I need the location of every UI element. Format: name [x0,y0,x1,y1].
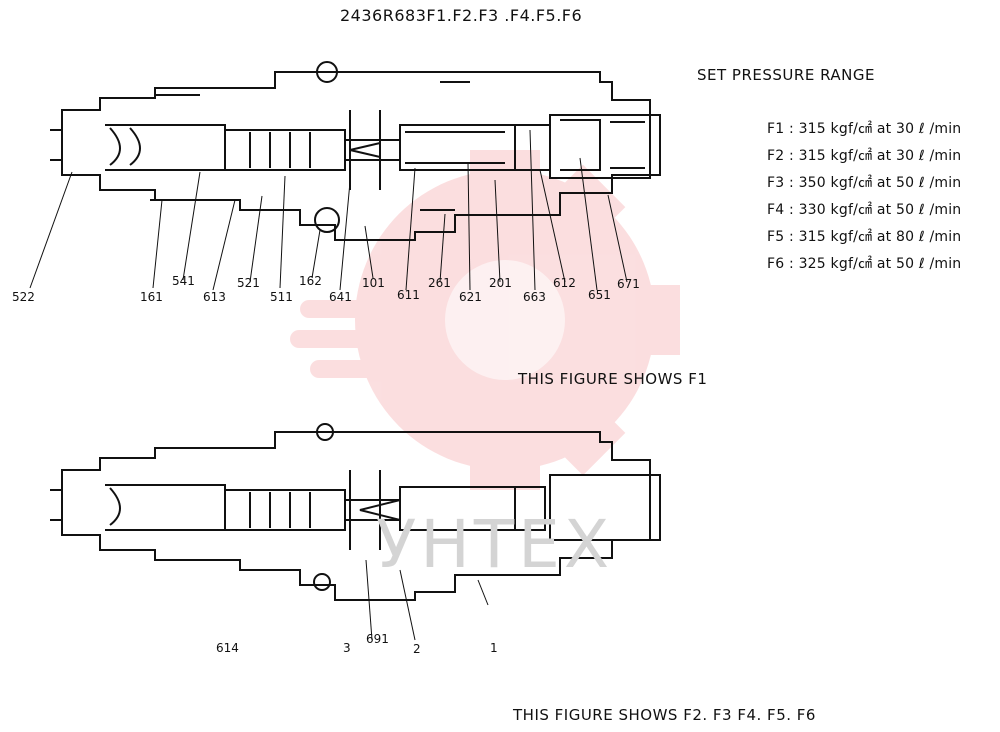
part-label: 613 [203,290,226,304]
pressure-spec-f4: F4 : 330 kgf/㎠ at 50 ℓ /min [767,202,962,218]
part-label: 162 [299,274,322,288]
part-label: 611 [397,288,420,302]
part-label: 621 [459,290,482,304]
part-label: 614 [216,641,239,655]
part-label: 2 [413,642,421,656]
pressure-spec-f5: F5 : 315 kgf/㎠ at 80 ℓ /min [767,229,962,245]
part-label: 161 [140,290,163,304]
part-label: 201 [489,276,512,290]
part-label: 522 [12,290,35,304]
pressure-spec-f6: F6 : 325 kgf/㎠ at 50 ℓ /min [767,256,962,272]
part-label: 663 [523,290,546,304]
pressure-spec-f3: F3 : 350 kgf/㎠ at 50 ℓ /min [767,175,962,191]
part-label: 691 [366,632,389,646]
figure2-caption: THIS FIGURE SHOWS F2. F3 F4. F5. F6 [513,706,816,724]
part-label: 261 [428,276,451,290]
part-label: 641 [329,290,352,304]
figure1-caption: THIS FIGURE SHOWS F1 [518,370,708,388]
figure1-body [50,61,661,241]
set-pressure-heading: SET PRESSURE RANGE [697,66,875,84]
part-label: 521 [237,276,260,290]
part-label: 541 [172,274,195,288]
pressure-spec-f2: F2 : 315 kgf/㎠ at 30 ℓ /min [767,148,962,164]
drawing-title: 2436R683F1.F2.F3 .F4.F5.F6 [340,6,583,25]
part-label: 612 [553,276,576,290]
part-label: 1 [490,641,498,655]
watermark-text: УНТЕХ [376,506,614,583]
part-label: 671 [617,277,640,291]
part-label: 3 [343,641,351,655]
part-label: 511 [270,290,293,304]
part-label: 101 [362,276,385,290]
part-label: 651 [588,288,611,302]
pressure-spec-f1: F1 : 315 kgf/㎠ at 30 ℓ /min [767,121,962,137]
figure2-body [50,423,661,601]
